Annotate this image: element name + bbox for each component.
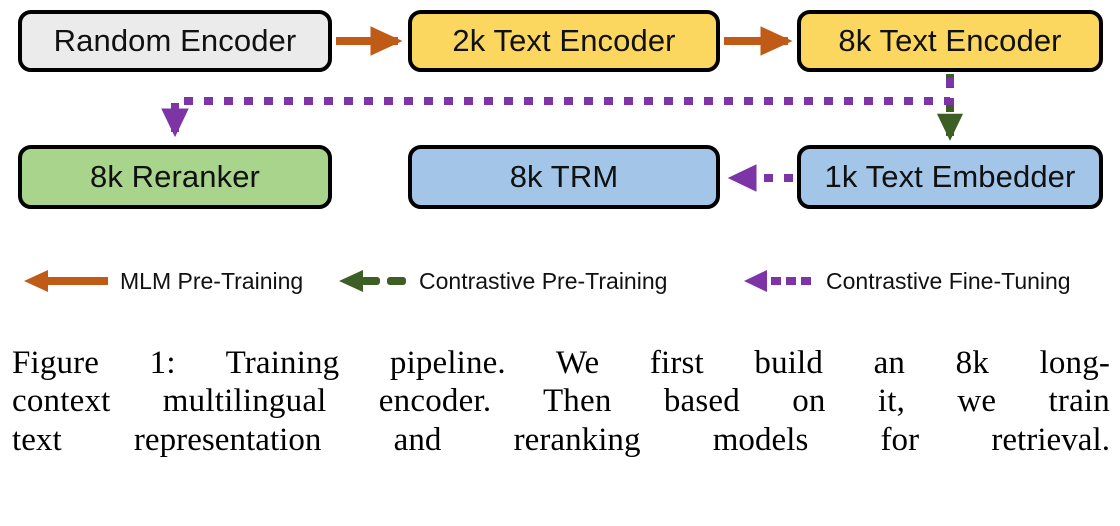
node-1k-text-embedder-label: 1k Text Embedder xyxy=(824,158,1076,194)
edge-8k-encoder-to-reranker xyxy=(161,78,954,138)
legend-item-mlm-pre-training: MLM Pre-Training xyxy=(22,264,303,298)
node-8k-text-encoder-label: 8k Text Encoder xyxy=(838,22,1062,58)
node-8k-trm-label: 8k TRM xyxy=(509,158,619,194)
legend: MLM Pre-Training Contrastive Pre-Trainin… xyxy=(0,258,1120,310)
legend-item-contrastive-fine-tuning: Contrastive Fine-Tuning xyxy=(742,264,1071,298)
caption-line-3: text representation and reranking models… xyxy=(12,421,1110,458)
node-random-encoder[interactable]: Random Encoder xyxy=(18,10,332,72)
node-1k-text-embedder[interactable]: 1k Text Embedder xyxy=(797,145,1103,209)
training-pipeline-diagram: Random Encoder 2k Text Encoder 8k Text E… xyxy=(18,10,1103,209)
node-2k-text-encoder-label: 2k Text Encoder xyxy=(452,22,676,58)
node-8k-reranker-label: 8k Reranker xyxy=(90,158,260,194)
legend-label-mlm-pre-training: MLM Pre-Training xyxy=(120,267,304,294)
legend-label-contrastive-pre-training: Contrastive Pre-Training xyxy=(419,267,668,294)
caption-line-1: Figure 1: Training pipeline. We first bu… xyxy=(12,345,1110,381)
node-2k-text-encoder[interactable]: 2k Text Encoder xyxy=(408,10,720,72)
left-arrow-dotted-icon xyxy=(744,270,811,292)
diagram-connectors xyxy=(161,26,964,192)
caption-line-2: context multilingual encoder. Then based… xyxy=(12,383,1110,420)
left-arrow-dashed-icon xyxy=(339,270,406,292)
legend-label-contrastive-fine-tuning: Contrastive Fine-Tuning xyxy=(826,267,1071,294)
left-arrow-solid-icon xyxy=(24,270,108,292)
node-random-encoder-label: Random Encoder xyxy=(53,22,297,58)
legend-item-contrastive-pre-training: Contrastive Pre-Training xyxy=(337,264,667,298)
node-8k-reranker[interactable]: 8k Reranker xyxy=(18,145,332,209)
node-8k-text-encoder[interactable]: 8k Text Encoder xyxy=(797,10,1103,72)
figure-caption: Figure 1: Training pipeline. We first bu… xyxy=(12,344,1110,459)
node-8k-trm[interactable]: 8k TRM xyxy=(408,145,720,209)
